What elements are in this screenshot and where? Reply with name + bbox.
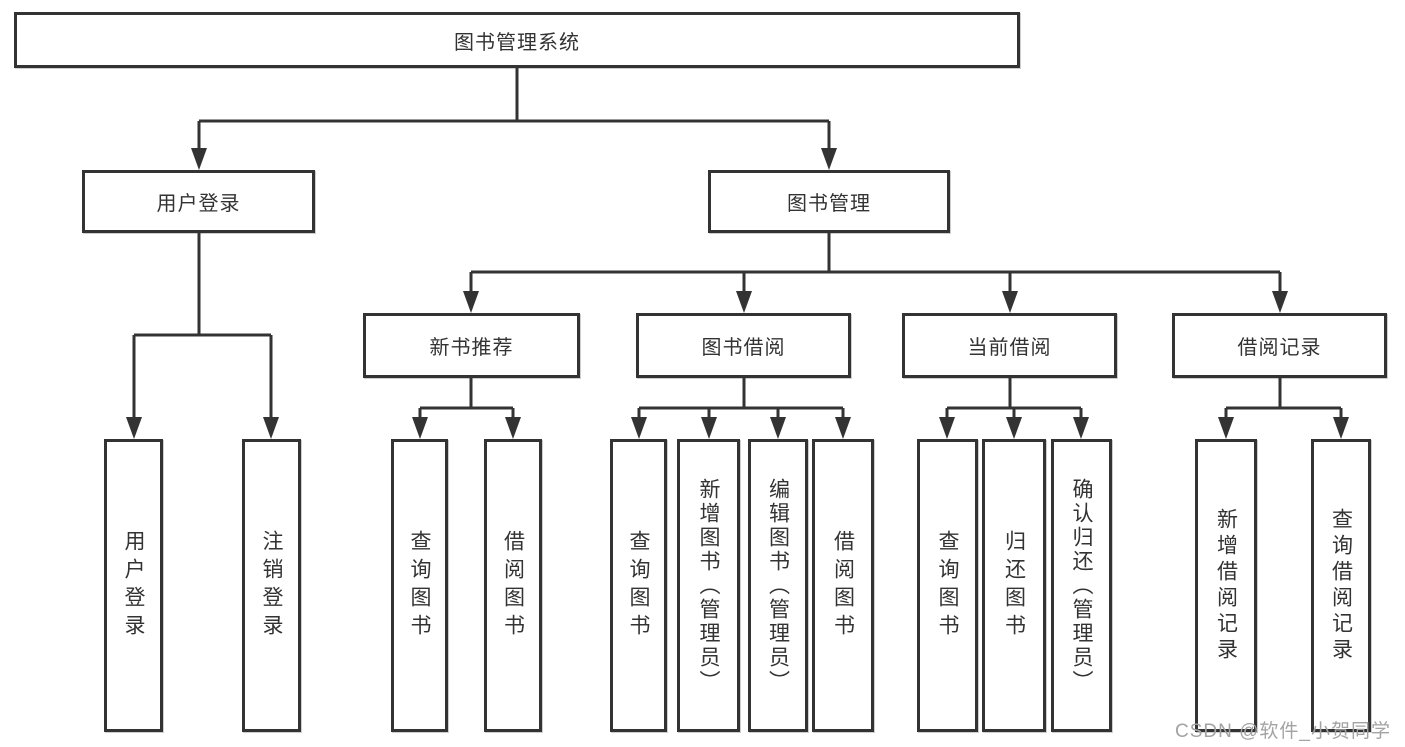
node-root-label: 图书管理系统 <box>454 31 580 54</box>
csdn-watermark: CSDN @软件_小贺同学 <box>1175 721 1391 742</box>
leaf-user-login: 用户登录 <box>104 439 163 732</box>
leaf-query-book-current: 查询图书 <box>917 439 978 732</box>
leaf-return-book-label: 归还图书 <box>1002 529 1026 642</box>
node-borrow-records: 借阅记录 <box>1172 313 1387 378</box>
leaf-borrow-book-recommend: 借阅图书 <box>484 439 542 732</box>
leaf-query-book-borrow: 查询图书 <box>610 439 667 732</box>
node-book-borrow-label: 图书借阅 <box>701 337 786 359</box>
leaf-borrow-book-borrow: 借阅图书 <box>812 439 874 732</box>
leaf-user-login-label: 用户登录 <box>122 529 145 642</box>
node-user-login-label: 用户登录 <box>156 193 241 215</box>
leaf-edit-book-admin-label: 编辑图书（管理员） <box>766 477 790 694</box>
leaf-confirm-return-admin-label: 确认归还（管理员） <box>1070 477 1093 694</box>
node-new-book-recommend-label: 新书推荐 <box>429 337 514 359</box>
leaf-logout: 注销登录 <box>242 439 301 732</box>
node-borrow-records-label: 借阅记录 <box>1237 337 1322 359</box>
leaf-add-book-admin: 新增图书（管理员） <box>677 439 740 732</box>
leaf-query-book-recommend-label: 查询图书 <box>408 529 431 642</box>
leaf-query-borrow-record-label: 查询借阅记录 <box>1329 507 1353 664</box>
leaf-logout-label: 注销登录 <box>260 529 283 642</box>
node-current-borrow: 当前借阅 <box>902 313 1117 378</box>
leaf-query-book-recommend: 查询图书 <box>391 439 448 732</box>
node-book-borrow: 图书借阅 <box>636 313 851 378</box>
node-book-management: 图书管理 <box>708 170 950 233</box>
leaf-return-book: 归还图书 <box>982 439 1046 732</box>
leaf-query-book-borrow-label: 查询图书 <box>627 529 650 642</box>
node-current-borrow-label: 当前借阅 <box>967 337 1052 359</box>
leaf-query-borrow-record: 查询借阅记录 <box>1311 439 1371 732</box>
leaf-add-borrow-record-label: 新增借阅记录 <box>1214 507 1238 664</box>
node-new-book-recommend: 新书推荐 <box>363 313 580 378</box>
leaf-confirm-return-admin: 确认归还（管理员） <box>1051 439 1112 732</box>
leaf-add-book-admin-label: 新增图书（管理员） <box>697 477 720 694</box>
connector-stems <box>132 68 1343 423</box>
leaf-borrow-book-recommend-label: 借阅图书 <box>501 529 525 642</box>
node-user-login: 用户登录 <box>82 170 315 233</box>
leaf-edit-book-admin: 编辑图书（管理员） <box>748 439 808 732</box>
leaf-borrow-book-borrow-label: 借阅图书 <box>831 529 855 642</box>
leaf-add-borrow-record: 新增借阅记录 <box>1195 439 1257 732</box>
node-root: 图书管理系统 <box>14 12 1020 68</box>
arrowheads <box>126 148 1349 439</box>
node-book-management-label: 图书管理 <box>787 193 871 215</box>
leaf-query-book-current-label: 查询图书 <box>936 529 959 642</box>
